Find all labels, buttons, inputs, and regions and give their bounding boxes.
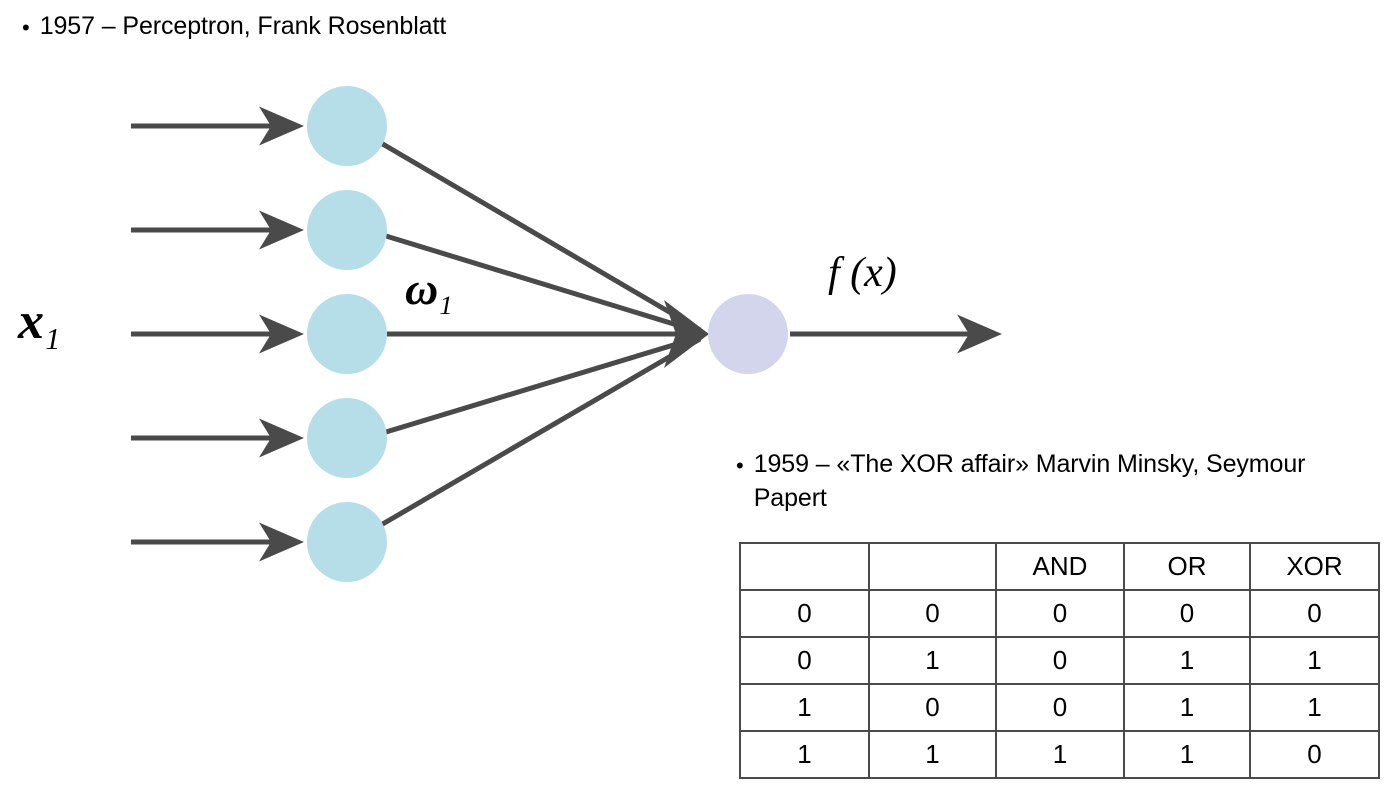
weight-label: ω1	[405, 263, 453, 318]
weight-connections-group	[379, 140, 709, 528]
cell-xor: 0	[1249, 589, 1380, 638]
table-header-cell-0	[739, 542, 870, 591]
input-vector-base: x	[18, 293, 44, 350]
input-nodes-group	[307, 86, 387, 582]
cell-a: 1	[739, 683, 870, 732]
bullet-item-1957: • 1957 – Perceptron, Frank Rosenblatt	[22, 10, 446, 44]
table-row: 1 0 0 1 1	[739, 683, 1380, 732]
table-row: 0 1 0 1 1	[739, 636, 1380, 685]
input-vector-label: x1	[18, 293, 60, 354]
cell-a: 0	[739, 589, 870, 638]
table-header-cell-and: AND	[995, 542, 1125, 591]
bullet-item-1959: • 1959 – «The XOR affair» Marvin Minsky,…	[736, 448, 1376, 516]
cell-a: 1	[739, 730, 870, 779]
table-header-cell-1	[868, 542, 997, 591]
cell-b: 0	[868, 683, 997, 732]
activation-function-label: f (x)	[828, 250, 897, 296]
input-vector-subscript: 1	[45, 321, 61, 356]
weight-line-4	[385, 334, 701, 435]
weight-line-2	[385, 233, 701, 335]
cell-and: 0	[995, 683, 1125, 732]
cell-or: 0	[1123, 589, 1251, 638]
table-header-row: AND OR XOR	[739, 542, 1380, 591]
weight-line-5	[379, 336, 702, 528]
bullet-marker-icon: •	[22, 15, 30, 40]
table-row: 1 1 1 1 0	[739, 730, 1380, 779]
input-node-4[interactable]	[307, 398, 387, 478]
input-node-3[interactable]	[307, 294, 387, 374]
xor-truth-table: AND OR XOR 0 0 0 0 0 0 1 0 1 1 1 0 0 1 1…	[739, 542, 1380, 779]
cell-or: 1	[1123, 636, 1251, 685]
perceptron-diagram	[131, 86, 1003, 582]
weight-base: ω	[405, 263, 439, 314]
summation-arrowhead-icon	[664, 300, 709, 368]
input-node-1[interactable]	[307, 86, 387, 166]
bullet-marker-icon: •	[736, 453, 744, 478]
output-node[interactable]	[708, 294, 788, 374]
bullet-text-1957: 1957 – Perceptron, Frank Rosenblatt	[39, 12, 447, 40]
cell-b: 1	[868, 730, 997, 779]
input-node-5[interactable]	[307, 502, 387, 582]
weight-subscript: 1	[439, 289, 453, 320]
cell-xor: 0	[1249, 730, 1380, 779]
bullet-text-1959: 1959 – «The XOR affair» Marvin Minsky, S…	[753, 450, 1306, 512]
cell-or: 1	[1123, 683, 1251, 732]
table-header-cell-or: OR	[1123, 542, 1251, 591]
cell-and: 1	[995, 730, 1125, 779]
cell-and: 0	[995, 636, 1125, 685]
table-header-cell-xor: XOR	[1249, 542, 1380, 591]
cell-b: 1	[868, 636, 997, 685]
cell-a: 0	[739, 636, 870, 685]
weight-line-1	[379, 140, 702, 333]
cell-and: 0	[995, 589, 1125, 638]
cell-or: 1	[1123, 730, 1251, 779]
table-row: 0 0 0 0 0	[739, 589, 1380, 638]
cell-xor: 1	[1249, 636, 1380, 685]
input-arrows-group	[131, 106, 305, 562]
cell-b: 0	[868, 589, 997, 638]
input-node-2[interactable]	[307, 190, 387, 270]
cell-xor: 1	[1249, 683, 1380, 732]
